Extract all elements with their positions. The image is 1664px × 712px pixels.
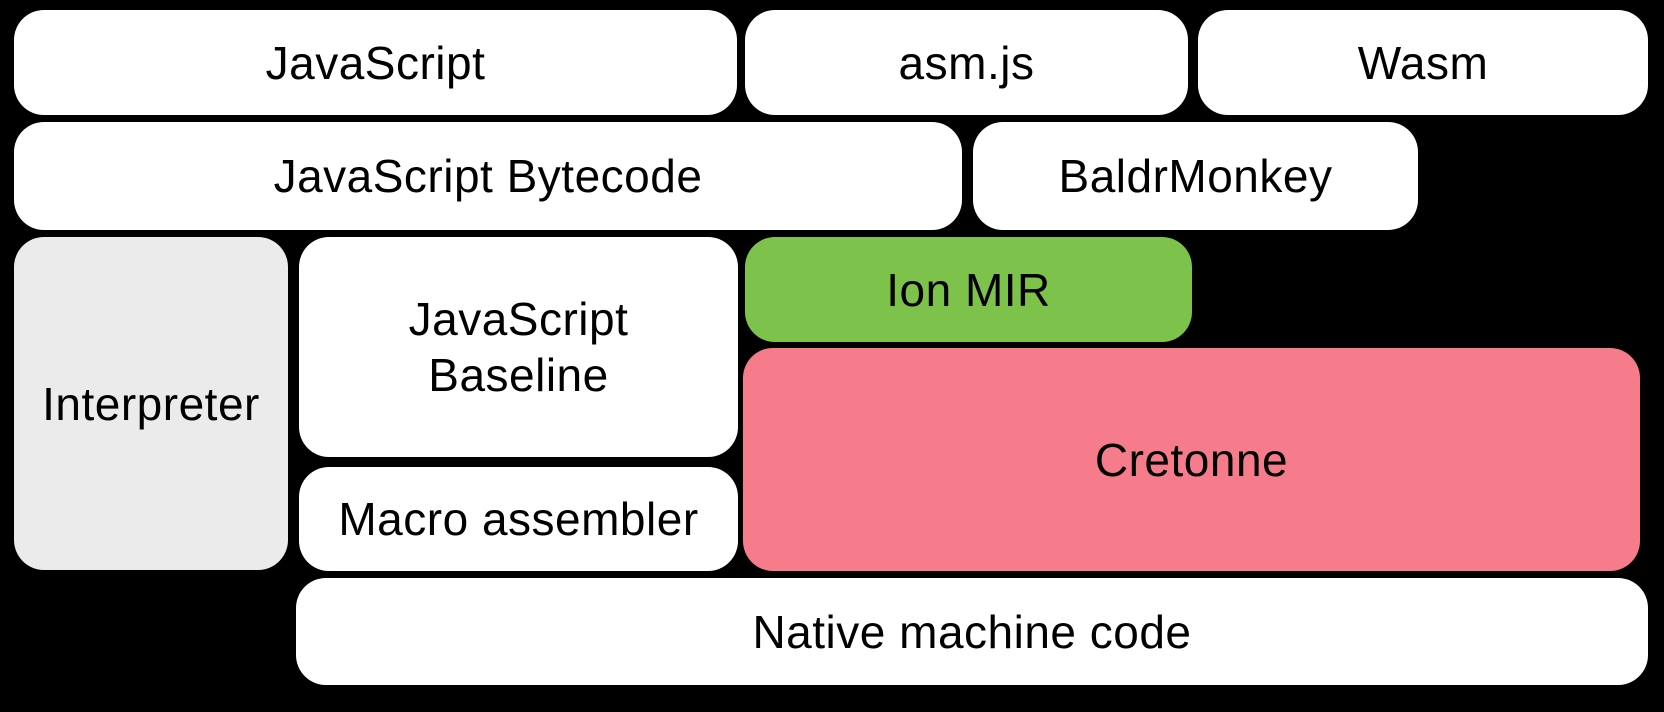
- node-asmjs-label: asm.js: [898, 36, 1035, 89]
- node-ion-mir: Ion MIR: [745, 237, 1192, 342]
- node-macro-assembler-label: Macro assembler: [338, 493, 699, 545]
- node-baldrmonkey-label: BaldrMonkey: [1058, 150, 1333, 202]
- node-cretonne-label: Cretonne: [1094, 433, 1289, 486]
- node-ion-mir-label: Ion MIR: [886, 263, 1051, 316]
- node-asmjs: asm.js: [745, 10, 1188, 115]
- node-javascript-baseline-label: JavaScript Baseline: [408, 293, 629, 401]
- node-macro-assembler: Macro assembler: [299, 467, 738, 571]
- node-wasm-label: Wasm: [1357, 36, 1489, 89]
- node-native-machine-code-label: Native machine code: [752, 605, 1192, 658]
- node-baldrmonkey: BaldrMonkey: [973, 122, 1418, 230]
- node-javascript-bytecode: JavaScript Bytecode: [14, 122, 962, 230]
- node-javascript-baseline: JavaScript Baseline: [299, 237, 738, 457]
- node-javascript-bytecode-label: JavaScript Bytecode: [273, 150, 703, 202]
- node-cretonne: Cretonne: [743, 348, 1640, 571]
- node-wasm: Wasm: [1198, 10, 1648, 115]
- node-interpreter: Interpreter: [14, 237, 288, 570]
- node-native-machine-code: Native machine code: [296, 578, 1648, 685]
- node-interpreter-label: Interpreter: [42, 377, 260, 430]
- node-javascript: JavaScript: [14, 10, 737, 115]
- node-javascript-label: JavaScript: [265, 36, 486, 89]
